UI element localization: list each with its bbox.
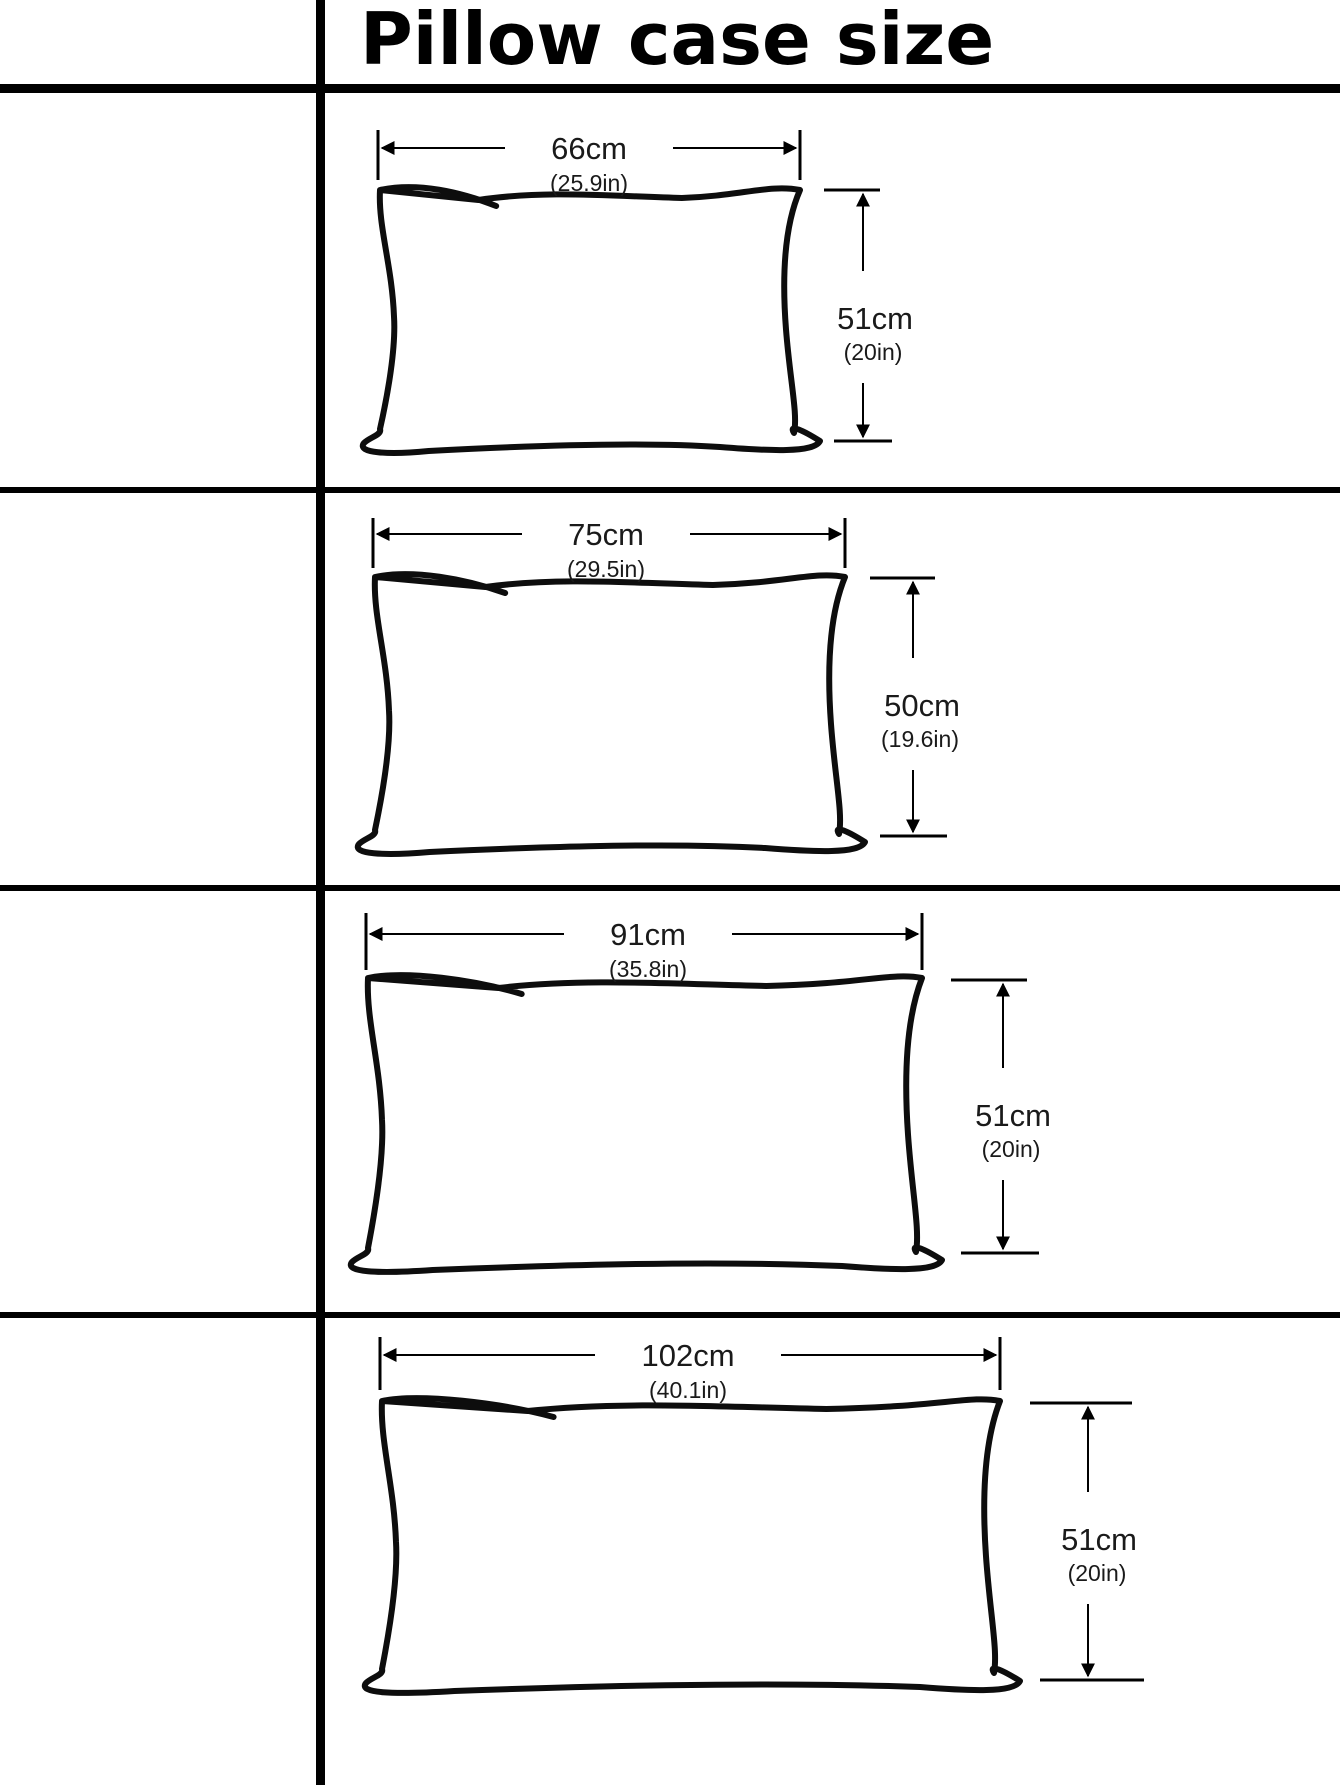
pillow-outline — [361, 1395, 1023, 1696]
header-divider — [0, 84, 1340, 93]
height-in-label: (20in) — [982, 1136, 1041, 1162]
pillow-row: 102cm (40.1in) 51cm (20in) — [361, 1337, 1144, 1696]
pillow-outline — [359, 184, 823, 456]
pillow-row: 75cm (29.5in) 50cm (19.6in) — [354, 517, 960, 857]
width-in-label: (25.9in) — [550, 170, 628, 196]
row-divider-2 — [0, 885, 1340, 891]
width-cm-label: 75cm — [568, 517, 644, 552]
row-divider-3 — [0, 1312, 1340, 1318]
row-divider-1 — [0, 487, 1340, 493]
width-in-label: (40.1in) — [649, 1377, 727, 1403]
pillow-row: 66cm (25.9in) 51cm (20in) — [359, 130, 913, 456]
pillow-outline — [347, 972, 945, 1275]
height-cm-label: 51cm — [975, 1098, 1051, 1133]
height-cm-label: 51cm — [837, 301, 913, 336]
height-cm-label: 51cm — [1061, 1522, 1137, 1557]
height-in-label: (20in) — [1068, 1560, 1127, 1586]
width-cm-label: 102cm — [641, 1338, 734, 1373]
width-in-label: (35.8in) — [609, 956, 687, 982]
height-in-label: (19.6in) — [881, 726, 959, 752]
height-in-label: (20in) — [844, 339, 903, 365]
width-cm-label: 66cm — [551, 131, 627, 166]
height-cm-label: 50cm — [884, 688, 960, 723]
pillow-outline — [354, 571, 868, 857]
width-in-label: (29.5in) — [567, 556, 645, 582]
pillow-rows: 66cm (25.9in) 51cm (20in) 75cm (29.5in) 50cm (1… — [347, 130, 1144, 1696]
width-cm-label: 91cm — [610, 917, 686, 952]
page-title: Pillow case size — [360, 0, 994, 81]
vertical-divider — [316, 0, 325, 1785]
pillow-row: 91cm (35.8in) 51cm (20in) — [347, 913, 1051, 1275]
